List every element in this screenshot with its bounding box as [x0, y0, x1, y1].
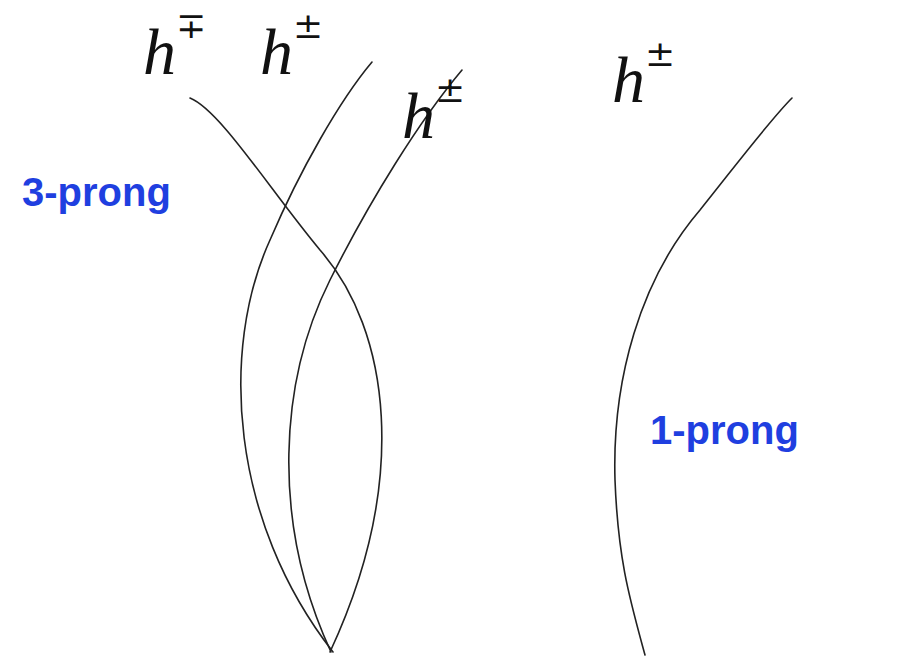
particle-label: h± [260, 8, 323, 85]
track-line [241, 62, 372, 652]
track-line [289, 70, 462, 652]
particle-label: h± [402, 72, 465, 149]
prong-label: 3-prong [22, 172, 171, 212]
particle-label: h± [612, 36, 675, 113]
track-line [615, 98, 792, 655]
prong-label: 1-prong [650, 410, 799, 450]
particle-label: h∓ [143, 8, 206, 85]
track-line [190, 98, 382, 652]
